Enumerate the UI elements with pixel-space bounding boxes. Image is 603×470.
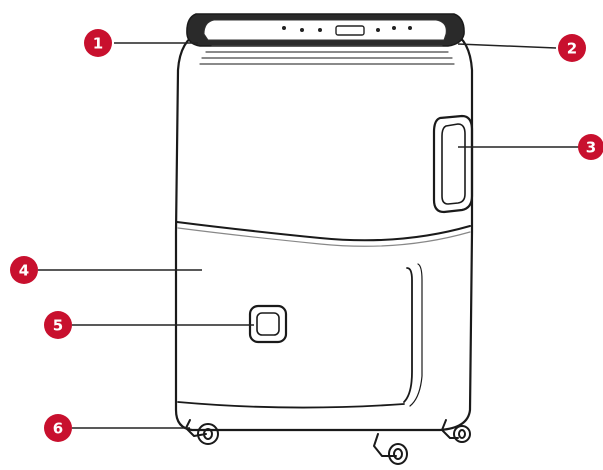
callout-number-1: 1 (93, 35, 103, 53)
side-handle-outer (434, 116, 472, 212)
callout-badge-1: 1 (84, 29, 112, 57)
top-grille (200, 46, 454, 64)
body-seam (177, 222, 470, 240)
top-panel-face (204, 20, 446, 40)
body-seam-shadow (178, 228, 470, 246)
body-outline (176, 32, 472, 430)
leader-line-2 (458, 44, 556, 48)
callout-badge-4: 4 (10, 256, 38, 284)
callout-number-6: 6 (53, 420, 63, 438)
casters (186, 420, 470, 464)
leader-lines (38, 43, 585, 428)
callout-number-4: 4 (19, 262, 29, 280)
side-handle-inner (442, 124, 465, 204)
tank-window-inner (257, 313, 279, 335)
tank-window-outer (250, 306, 286, 342)
callout-badge-6: 6 (44, 414, 72, 442)
caster-front-right (374, 434, 407, 464)
dehumidifier-unit (176, 14, 472, 464)
callout-badge-3: 3 (578, 134, 603, 160)
callout-number-2: 2 (567, 40, 577, 58)
caster-front-left (186, 420, 218, 444)
callout-number-3: 3 (586, 139, 596, 157)
callout-badge-2: 2 (558, 34, 586, 62)
water-tank-panel (404, 268, 412, 402)
caster-rear-right (442, 420, 470, 442)
water-tank-bottom (178, 402, 404, 408)
callout-number-5: 5 (53, 317, 63, 335)
callout-badge-5: 5 (44, 311, 72, 339)
